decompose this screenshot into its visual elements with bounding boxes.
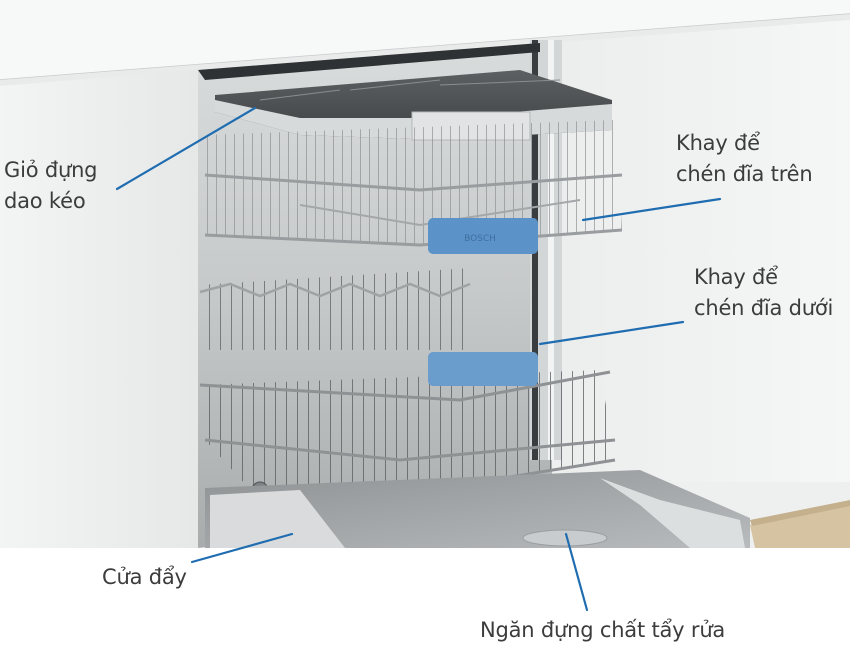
label-upper-rack: Khay để chén đĩa trên xyxy=(676,128,813,190)
callout-line-door xyxy=(190,532,294,564)
label-cutlery-basket: Giỏ đựng dao kéo xyxy=(4,155,98,217)
label-line: Giỏ đựng xyxy=(4,158,98,182)
callout-line-cutlery-basket xyxy=(115,106,257,191)
label-detergent-compartment: Ngăn đựng chất tẩy rửa xyxy=(480,615,725,646)
dishwasher-illustration: BOSCH xyxy=(0,13,850,548)
label-line: chén đĩa dưới xyxy=(694,296,834,320)
label-line: Khay để xyxy=(694,265,778,289)
label-door: Cửa đẩy xyxy=(102,562,187,593)
callout-line-detergent xyxy=(564,532,589,612)
brand-badge: BOSCH xyxy=(464,234,496,244)
dishwasher-photo: BOSCH xyxy=(0,0,850,548)
label-line: Ngăn đựng chất tẩy rửa xyxy=(480,618,726,642)
label-lower-rack: Khay để chén đĩa dưới xyxy=(694,262,833,324)
label-line: Khay để xyxy=(676,131,760,155)
callout-line-lower-rack xyxy=(538,320,685,346)
label-line: Cửa đẩy xyxy=(102,565,187,589)
label-line: dao kéo xyxy=(4,189,86,213)
label-line: chén đĩa trên xyxy=(676,162,813,186)
callout-line-upper-rack xyxy=(581,197,722,222)
